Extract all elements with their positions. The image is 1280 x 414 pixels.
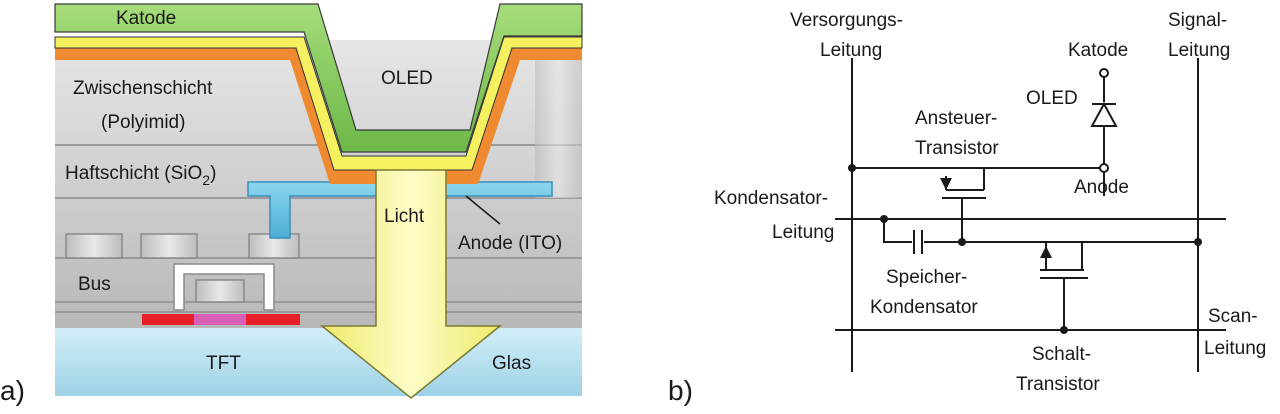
label-versorgung-1: Versorgungs- <box>790 10 903 31</box>
yellow-layer <box>54 36 583 171</box>
switch-arrow-icon <box>1040 246 1052 258</box>
anode-terminal <box>1099 163 1109 173</box>
tft-drain <box>246 314 300 325</box>
label-katode-b: Katode <box>1068 40 1128 61</box>
label-scan-1: Scan- <box>1208 306 1258 327</box>
label-anode-ito: Anode (ITO) <box>458 233 562 254</box>
haftschicht-text: Haftschicht (SiO <box>65 163 202 184</box>
label-bus: Bus <box>78 274 111 295</box>
anode-ito <box>247 181 553 239</box>
label-licht: Licht <box>384 206 425 227</box>
label-schalt-2: Transistor <box>1016 374 1100 395</box>
label-polyimid: (Polyimid) <box>101 112 185 133</box>
drive-arrow-icon <box>940 178 952 190</box>
gate-insulator <box>173 263 275 311</box>
label-haftschicht: Haftschicht (SiO2) <box>65 163 216 188</box>
right-shoulder <box>535 60 582 198</box>
label-signal-2: Leitung <box>1168 40 1230 61</box>
label-speicher-2: Kondensator <box>870 297 978 318</box>
cathode-green <box>54 3 583 153</box>
glass-substrate <box>55 328 582 396</box>
label-ansteuer-1: Ansteuer- <box>915 108 997 129</box>
label-katode: Katode <box>116 8 176 29</box>
haftschicht-close: ) <box>210 163 216 184</box>
anode-pointer <box>465 195 501 225</box>
panel-a-label: a) <box>0 375 25 406</box>
katode-terminal <box>1099 68 1109 78</box>
label-oled: OLED <box>381 68 433 89</box>
supply-node <box>848 164 856 172</box>
label-speicher-1: Speicher- <box>886 267 967 288</box>
capacitor-left-lead <box>883 219 912 243</box>
label-zwischenschicht: Zwischenschicht <box>73 78 213 99</box>
label-kondensator-2: Leitung <box>772 222 834 243</box>
label-ansteuer-2: Transistor <box>915 138 999 159</box>
label-tft: TFT <box>206 353 241 374</box>
tft-channel <box>194 314 246 325</box>
label-kondensator-1: Kondensator- <box>714 188 828 209</box>
light-arrow <box>319 169 503 399</box>
scan-node <box>1060 326 1068 334</box>
label-versorgung-2: Leitung <box>820 40 882 61</box>
haftschicht-subscript: 2 <box>202 172 210 188</box>
label-signal-1: Signal- <box>1168 10 1227 31</box>
circuit-diagram: Versorgungs- Leitung Signal- Leitung Kat… <box>668 10 1266 406</box>
tft-source <box>142 314 194 325</box>
label-anode-b: Anode <box>1074 177 1129 198</box>
oled-diode-icon <box>1090 101 1118 127</box>
label-oled-b: OLED <box>1026 88 1078 109</box>
label-schalt-1: Schalt- <box>1032 344 1091 365</box>
label-glas: Glas <box>492 353 531 374</box>
signal-node <box>1194 238 1202 246</box>
cross-section-diagram: Katode OLED Zwischenschicht (Polyimid) H… <box>0 3 583 406</box>
label-scan-2: Leitung <box>1204 338 1266 359</box>
panel-b-label: b) <box>668 375 693 406</box>
